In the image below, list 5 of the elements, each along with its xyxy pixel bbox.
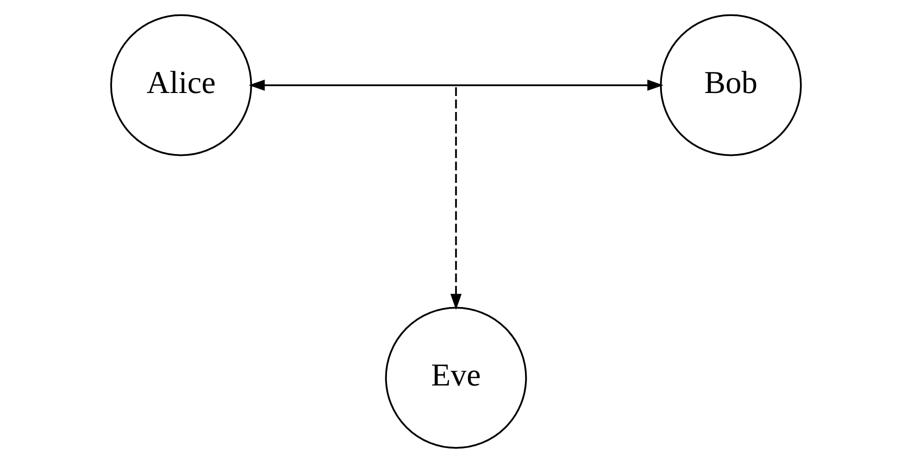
node-circle: Alice	[110, 14, 252, 156]
arrow	[450, 87, 462, 310]
arrow	[248, 80, 664, 91]
node-circle: Eve	[385, 306, 527, 449]
node-circle: Bob	[660, 14, 802, 156]
